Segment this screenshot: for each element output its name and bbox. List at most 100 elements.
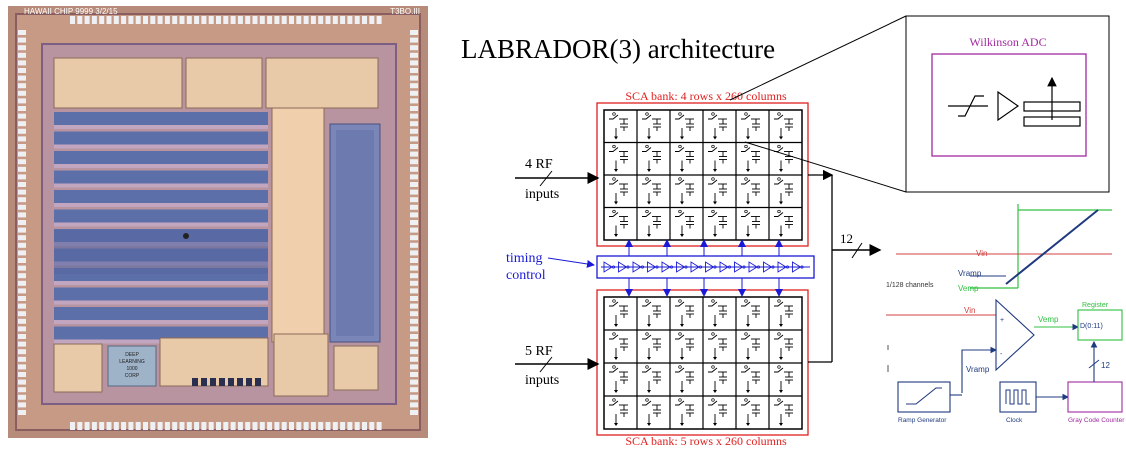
bond-pad: [172, 422, 178, 430]
bond-pad: [18, 113, 26, 119]
bond-pad: [410, 303, 418, 309]
rf-inputs-bottom: 5 RF inputs: [515, 344, 600, 388]
delay-cell: [661, 261, 671, 273]
bond-pad: [18, 90, 26, 96]
sca-cell: [708, 144, 727, 172]
bond-pad: [410, 83, 418, 89]
bus-width: 12: [840, 231, 853, 246]
bond-pad: [252, 422, 258, 430]
bond-pad: [84, 422, 90, 430]
plot-vin-label: Vin: [976, 249, 987, 258]
inner-pad: [219, 378, 225, 386]
bond-pad: [208, 422, 214, 430]
bond-pad: [310, 422, 316, 430]
bond-pad: [18, 379, 26, 385]
bond-pad: [18, 121, 26, 127]
bond-pad: [164, 16, 170, 24]
sca-cell: [708, 398, 727, 426]
die-mark: [183, 233, 189, 239]
bond-pad: [410, 379, 418, 385]
inner-pad: [210, 378, 216, 386]
delay-cell: [618, 261, 628, 273]
sca-cell: [675, 177, 694, 205]
bond-pad: [18, 280, 26, 286]
bond-pad: [18, 204, 26, 210]
sca-bottom-label: SCA bank: 5 rows x 260 columns: [625, 434, 787, 448]
inner-pad: [192, 378, 198, 386]
bond-pad: [113, 16, 119, 24]
die-logo-line: DEEP: [125, 352, 139, 358]
bond-pad: [77, 16, 83, 24]
bond-pad: [354, 422, 360, 430]
bond-pad: [410, 356, 418, 362]
bond-pad: [410, 258, 418, 263]
bond-pad: [410, 318, 418, 324]
die-stripe: [54, 287, 268, 301]
bond-pad: [369, 16, 375, 24]
bond-pad: [410, 113, 418, 119]
bond-pad: [230, 16, 236, 24]
bond-pad: [325, 422, 331, 430]
sca-cell: [741, 365, 760, 393]
sca-cell: [609, 112, 628, 140]
bond-pad: [410, 159, 418, 165]
zoom-frame: [905, 15, 1110, 193]
bond-pad: [267, 422, 273, 430]
bond-pad: [281, 422, 287, 430]
bond-pad: [99, 16, 105, 24]
sca-cell: [642, 299, 661, 327]
delay-cell: [719, 261, 729, 273]
bond-pad: [18, 303, 26, 309]
bond-pad: [340, 422, 346, 430]
wilkinson-label: Wilkinson ADC: [969, 35, 1046, 49]
sca-cell: [675, 209, 694, 237]
bond-pad: [410, 311, 418, 317]
bond-pad: [18, 227, 26, 233]
timing-control: timing control: [506, 239, 815, 297]
bond-pad: [237, 422, 243, 430]
sca-cell: [642, 177, 661, 205]
bond-pad: [18, 402, 26, 408]
bond-pad: [106, 422, 112, 430]
sca-bottom-cells: [604, 297, 802, 429]
sca-cell: [708, 177, 727, 205]
bond-pad: [410, 189, 418, 195]
bond-pad: [369, 422, 375, 430]
sca-cell: [642, 332, 661, 360]
channels-label: 1/128 channels: [886, 282, 934, 289]
plot-vramp-label: Vramp: [958, 269, 982, 278]
plot-vemp-label: Vemp: [958, 284, 979, 293]
bond-pad: [410, 166, 418, 172]
bond-pad: [18, 60, 26, 66]
bond-pad: [128, 16, 134, 24]
bond-pad: [410, 250, 418, 256]
bond-pad: [354, 16, 360, 24]
sca-cell: [741, 209, 760, 237]
bond-pad: [18, 68, 26, 73]
bond-pad: [410, 144, 418, 149]
bond-pad: [410, 37, 418, 43]
die-stripe: [54, 326, 268, 340]
die-stripe: [54, 131, 268, 145]
bond-pad: [18, 189, 26, 195]
bond-pad: [410, 326, 418, 332]
bond-pad: [259, 16, 265, 24]
bond-pad: [410, 242, 418, 248]
bond-pad: [18, 250, 26, 256]
bond-pad: [18, 197, 26, 203]
bond-pad: [18, 341, 26, 347]
sca-cell: [642, 398, 661, 426]
inner-pad: [228, 378, 234, 386]
bond-pad: [410, 372, 418, 377]
sca-cell: [675, 112, 694, 140]
die-stripe: [54, 112, 268, 125]
timing-label-2: control: [506, 268, 546, 283]
bond-pad: [410, 402, 418, 408]
sca-cell: [741, 332, 760, 360]
rf-top-count: 4 RF: [525, 157, 553, 172]
bond-pad: [410, 280, 418, 286]
bond-pad: [70, 422, 75, 430]
bond-pad: [281, 16, 287, 24]
bond-pad: [410, 45, 418, 51]
die-stripe: [54, 190, 268, 203]
